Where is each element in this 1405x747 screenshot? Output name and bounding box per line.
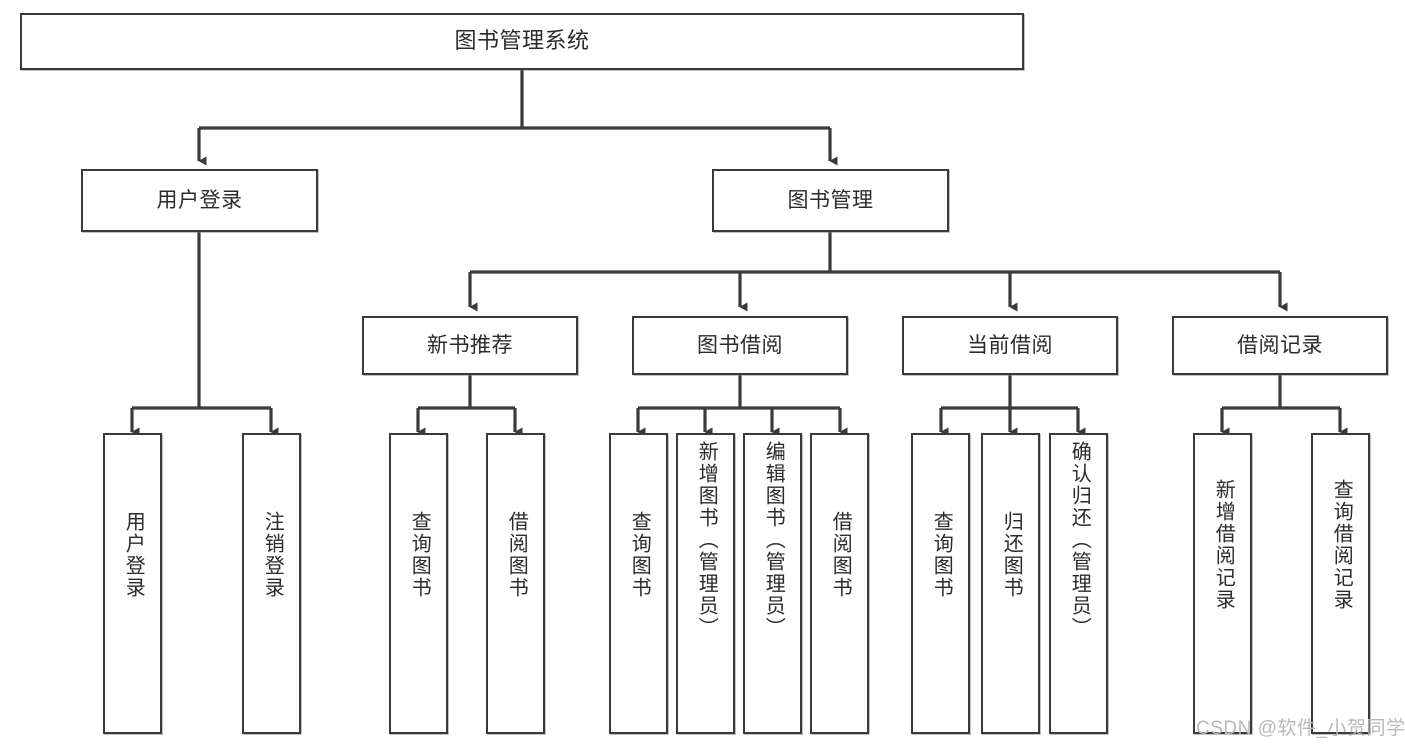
leaf-logout-login[interactable]: 注销登录 (242, 433, 301, 734)
node-label: 编辑图书（管理员） (762, 441, 785, 639)
leaf-user-login[interactable]: 用户登录 (103, 433, 162, 734)
node-label: 图书借阅 (697, 333, 783, 357)
node-book-management[interactable]: 图书管理 (712, 169, 949, 232)
node-label: 查询图书 (628, 511, 651, 599)
node-label: 当前借阅 (967, 333, 1053, 357)
csdn-watermark: CSDN @软件_小贺同学 (1196, 718, 1405, 739)
node-label: 查询图书 (408, 511, 431, 599)
leaf-confirm-return-admin[interactable]: 确认归还（管理员） (1049, 433, 1108, 734)
leaf-add-borrow-record[interactable]: 新增借阅记录 (1193, 433, 1252, 734)
leaf-add-book-admin[interactable]: 新增图书（管理员） (676, 433, 735, 734)
leaf-borrow-book[interactable]: 借阅图书 (810, 433, 869, 734)
leaf-query-book-borrow[interactable]: 查询图书 (609, 433, 668, 734)
node-label: 查询借阅记录 (1330, 479, 1353, 611)
node-label: 借阅图书 (505, 511, 528, 599)
node-root-system[interactable]: 图书管理系统 (20, 13, 1024, 70)
node-label: 注销登录 (261, 511, 284, 599)
node-label: 图书管理 (787, 188, 874, 212)
node-label: 用户登录 (156, 188, 243, 212)
leaf-return-book[interactable]: 归还图书 (981, 433, 1040, 734)
node-label: 图书管理系统 (454, 28, 590, 54)
node-label: 新增借阅记录 (1212, 479, 1235, 611)
node-label: 用户登录 (122, 511, 145, 599)
node-book-borrow[interactable]: 图书借阅 (632, 316, 848, 375)
node-label: 借阅记录 (1237, 333, 1323, 357)
node-label: 确认归还（管理员） (1068, 441, 1091, 639)
node-label: 查询图书 (930, 511, 953, 599)
node-label: 归还图书 (1000, 511, 1023, 599)
node-label: 借阅图书 (829, 511, 852, 599)
leaf-query-book-current[interactable]: 查询图书 (911, 433, 970, 734)
node-label: 新增图书（管理员） (695, 441, 718, 639)
node-user-login[interactable]: 用户登录 (81, 169, 318, 232)
node-current-borrow[interactable]: 当前借阅 (902, 316, 1118, 375)
leaf-borrow-book-recommend[interactable]: 借阅图书 (486, 433, 545, 734)
node-new-book-recommend[interactable]: 新书推荐 (362, 316, 578, 375)
node-label: 新书推荐 (427, 333, 513, 357)
leaf-query-book-recommend[interactable]: 查询图书 (389, 433, 448, 734)
leaf-query-borrow-record[interactable]: 查询借阅记录 (1311, 433, 1370, 734)
leaf-edit-book-admin[interactable]: 编辑图书（管理员） (743, 433, 802, 734)
node-borrow-record[interactable]: 借阅记录 (1172, 316, 1388, 375)
